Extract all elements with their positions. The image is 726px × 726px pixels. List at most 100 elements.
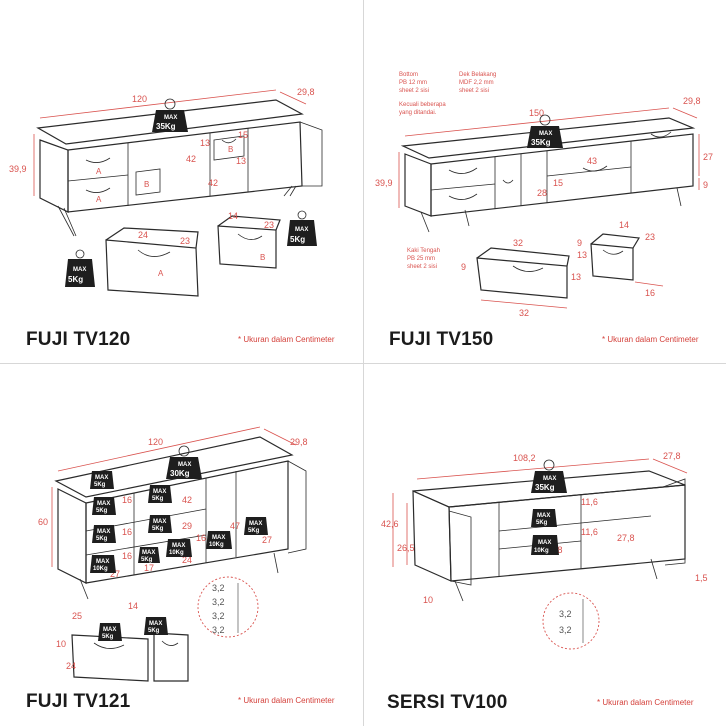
tv120-top bbox=[36, 99, 304, 145]
tv150-drawer-front bbox=[476, 257, 568, 299]
svg-text:MAX: MAX bbox=[153, 519, 166, 525]
svg-text:MAX: MAX bbox=[543, 476, 556, 482]
tv120-drawer-b1 bbox=[135, 168, 161, 196]
svg-text:Kecuali beberapa: Kecuali beberapa bbox=[399, 102, 446, 108]
tv100-depth: 27,8 bbox=[663, 451, 681, 461]
tv150-leg-3 bbox=[676, 187, 682, 207]
tv120-leg-2b bbox=[289, 185, 297, 197]
tv150-d43: 43 bbox=[587, 156, 597, 166]
tv150-handle-1 bbox=[448, 167, 478, 174]
svg-text:sheet 2 sisi: sheet 2 sisi bbox=[407, 264, 437, 270]
tv121-weight-d2: MAX 5Kg bbox=[144, 617, 168, 635]
tv121-d16a: 16 bbox=[122, 495, 132, 505]
tv150-small-d: 23 bbox=[645, 232, 655, 242]
tv150-drawer-w-bot: 32 bbox=[519, 308, 529, 318]
svg-text:5Kg: 5Kg bbox=[148, 628, 160, 634]
tv121-d24: 24 bbox=[182, 555, 192, 565]
svg-text:Dek Belakang: Dek Belakang bbox=[459, 72, 496, 78]
svg-text:MAX: MAX bbox=[95, 475, 108, 481]
svg-text:MAX: MAX bbox=[97, 501, 110, 507]
tv150-d27: 27 bbox=[703, 152, 713, 162]
tv120-drawer-split bbox=[67, 174, 129, 182]
tv100-hole-detail bbox=[542, 592, 600, 650]
tv121-leg-1 bbox=[79, 578, 89, 600]
tv150-side bbox=[404, 153, 432, 217]
tv120-leg-2 bbox=[283, 185, 293, 197]
tv120-d42a: 42 bbox=[186, 154, 196, 164]
tv121-dr-w: 25 bbox=[72, 611, 82, 621]
tv100-weight-mid: MAX 5Kg bbox=[531, 509, 557, 527]
svg-text:MAX: MAX bbox=[96, 559, 109, 565]
tv100-side bbox=[412, 490, 452, 582]
tv120-height: 39,9 bbox=[9, 164, 27, 174]
tv121-top bbox=[54, 436, 294, 498]
tv100-leg: 10 bbox=[423, 595, 433, 605]
svg-text:35Kg: 35Kg bbox=[531, 138, 551, 147]
title-fuji-tv120: FUJI TV120 bbox=[26, 329, 131, 350]
svg-text:MAX: MAX bbox=[164, 115, 177, 121]
tv150-drawer-handle bbox=[512, 265, 544, 272]
tv121-hole-1: 3,2 bbox=[212, 583, 225, 593]
tv150-shelf bbox=[546, 166, 632, 177]
tv150-small-top bbox=[590, 233, 640, 249]
tv150-top bbox=[400, 117, 696, 159]
tv150-drawer-split bbox=[430, 183, 496, 191]
tv121-weight-s8: MAX 10Kg bbox=[166, 539, 192, 557]
tv150-d9: 9 bbox=[703, 180, 708, 190]
tv150-depth: 29,8 bbox=[683, 96, 701, 106]
svg-text:5Kg: 5Kg bbox=[536, 520, 548, 526]
tv150-spec-except: Kecuali beberapa yang ditandai. bbox=[399, 102, 446, 116]
tv121-weight-s2: MAX 5Kg bbox=[148, 485, 172, 503]
tv150-handle-4 bbox=[582, 165, 608, 172]
tv121-dr-d: 24 bbox=[66, 661, 76, 671]
note-fuji-tv120: * Ukuran dalam Centimeter bbox=[238, 335, 335, 344]
tv150-width-line bbox=[404, 107, 670, 137]
tv150-small-w-bot-line bbox=[634, 281, 664, 287]
tv120-weight-small-b: MAX 5Kg bbox=[287, 210, 317, 246]
panel-fuji-tv121: 120 29,8 60 42 29 24 47 27 27 16 16 16 1… bbox=[0, 363, 363, 726]
tv121-weight-d1: MAX 5Kg bbox=[98, 623, 122, 641]
svg-text:MAX: MAX bbox=[142, 550, 155, 556]
svg-text:10Kg: 10Kg bbox=[209, 542, 224, 548]
tv100-d15: 1,5 bbox=[695, 573, 708, 583]
fuji-tv120-drawing: 120 29,8 39,9 42 42 13 13 15 A A B B MAX… bbox=[9, 87, 323, 297]
tv120-door bbox=[299, 121, 323, 187]
tv100-d27: 27,8 bbox=[617, 533, 635, 543]
tv150-width: 150 bbox=[529, 108, 544, 118]
svg-text:5Kg: 5Kg bbox=[94, 482, 106, 488]
tv120-drawerA-d: 23 bbox=[180, 236, 190, 246]
sersi-tv100-drawing: 108,2 27,8 42,6 26,5 10 11,6 11,6 45,8 2… bbox=[381, 451, 708, 650]
tv120-label-b2: B bbox=[228, 145, 233, 154]
svg-text:5Kg: 5Kg bbox=[152, 496, 164, 502]
tv100-hole-1: 3,2 bbox=[559, 609, 572, 619]
svg-text:MAX: MAX bbox=[149, 621, 162, 627]
tv150-front bbox=[430, 133, 694, 217]
svg-text:Kaki Tengah: Kaki Tengah bbox=[407, 248, 440, 254]
tv150-spec-back: Dek Belakang MDF 2,2 mm sheet 2 sisi bbox=[459, 72, 496, 94]
svg-text:MAX: MAX bbox=[178, 462, 191, 468]
tv150-handle-3 bbox=[502, 179, 514, 184]
tv150-d15: 15 bbox=[553, 178, 563, 188]
tv100-hole-2: 3,2 bbox=[559, 625, 572, 635]
tv120-width: 120 bbox=[132, 94, 147, 104]
svg-text:PB 25 mm: PB 25 mm bbox=[407, 256, 435, 262]
title-fuji-tv121: FUJI TV121 bbox=[26, 691, 131, 712]
svg-text:MDF 2,2 mm: MDF 2,2 mm bbox=[459, 80, 494, 86]
tv120-drawerB-w: 14 bbox=[228, 211, 238, 221]
tv121-weight-s5: MAX 5Kg bbox=[138, 547, 160, 563]
tv120-leg-1 bbox=[57, 205, 75, 237]
panel-fuji-tv150: Bottom PB 12 mm sheet 2 sisi Dek Belakan… bbox=[363, 0, 726, 363]
tv121-dr-w2: 14 bbox=[128, 601, 138, 611]
tv150-drawer-top bbox=[476, 247, 570, 267]
tv120-handle-a2 bbox=[85, 187, 111, 193]
tv120-handle-b2 bbox=[221, 138, 237, 144]
tv120-leg-1b bbox=[63, 207, 77, 237]
tv121-weight-s7: MAX 10Kg bbox=[90, 555, 116, 573]
svg-text:5Kg: 5Kg bbox=[102, 634, 114, 640]
svg-text:10Kg: 10Kg bbox=[534, 548, 549, 554]
tv121-height: 60 bbox=[38, 517, 48, 527]
tv121-weight-s10: MAX 5Kg bbox=[90, 471, 114, 489]
tv150-small-front bbox=[590, 243, 634, 281]
tv100-weight-low: MAX 10Kg bbox=[531, 535, 559, 555]
tv120-depth: 29,8 bbox=[297, 87, 315, 97]
